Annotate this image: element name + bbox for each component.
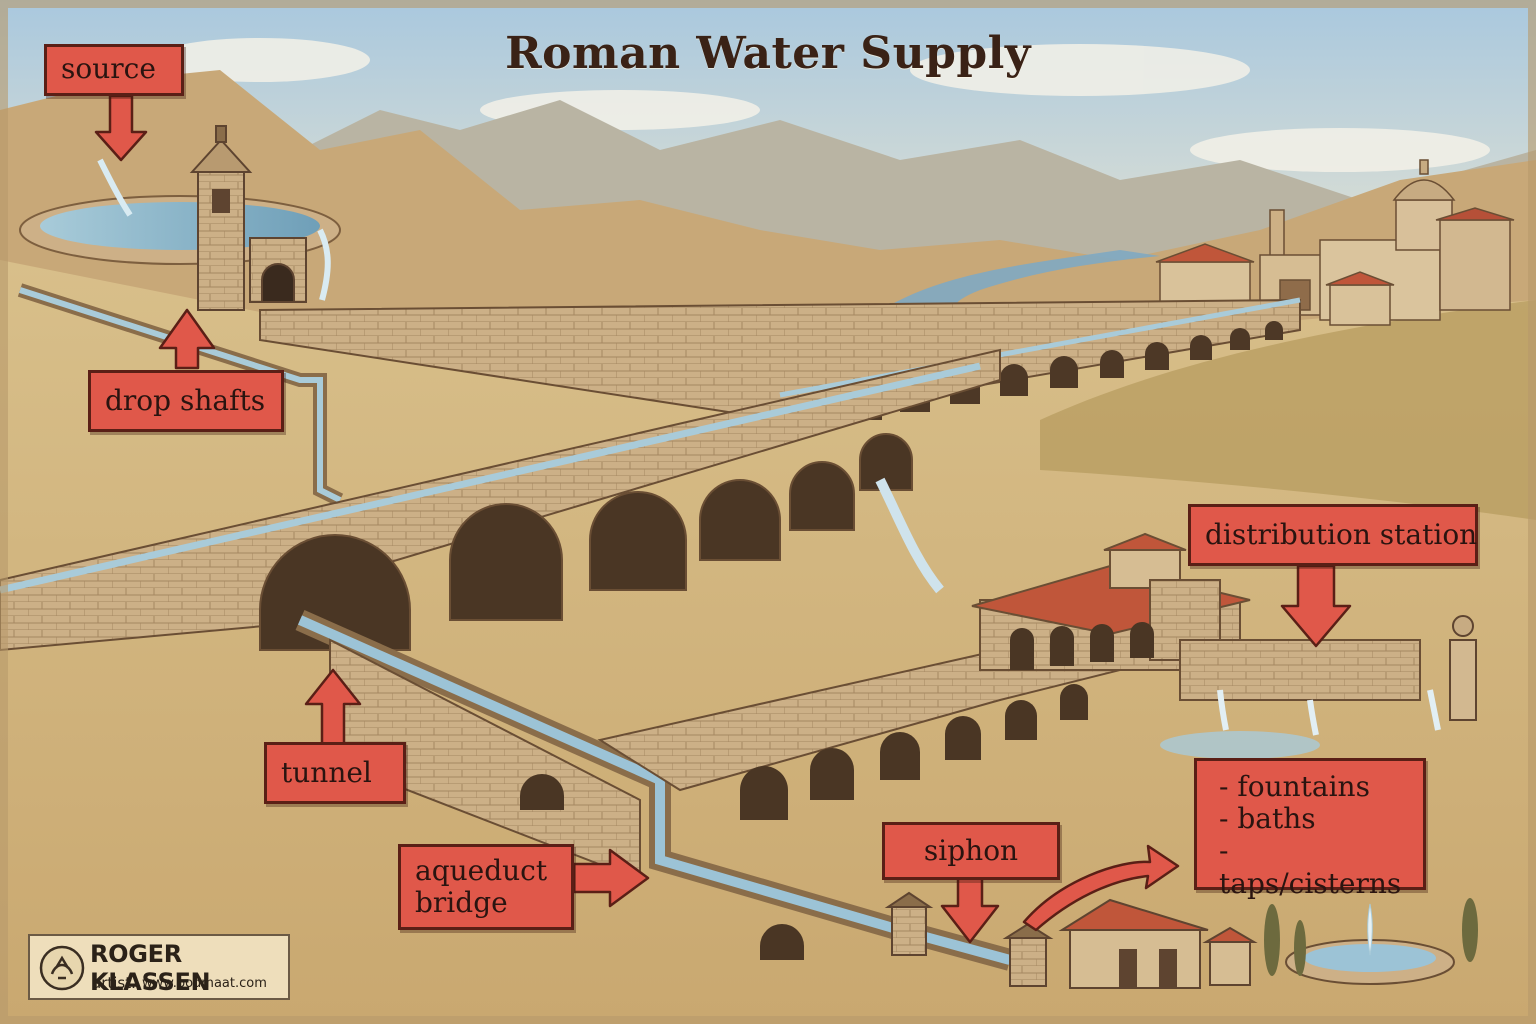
statue (1449, 615, 1477, 721)
artist-url: www.bodmaat.com (142, 976, 267, 991)
label-drop-shafts: drop shafts (88, 370, 284, 432)
small-house (1058, 898, 1258, 989)
tower (189, 125, 253, 311)
title: Roman Water Supply (505, 28, 1031, 79)
arrow-source (94, 94, 148, 162)
label-uses: - fountains - baths - taps/cisterns (1194, 758, 1426, 899)
artist-logo-icon (39, 945, 85, 991)
arrow-aqueduct-bridge (572, 848, 650, 908)
arrow-siphon (940, 876, 1000, 944)
cypress-trees (1264, 898, 1478, 976)
label-aqueduct-bridge-line1: aqueduct (415, 854, 548, 887)
label-source: source (44, 44, 184, 96)
station-cascades (1217, 689, 1441, 736)
label-distribution-station-text: distribution station (1205, 518, 1478, 551)
label-uses-taps: - taps/cisterns (1219, 834, 1402, 900)
label-tunnel-text: tunnel (281, 756, 372, 789)
clouds (150, 38, 1490, 172)
spring-cascade (97, 158, 133, 217)
fountain (1285, 903, 1455, 985)
siphon (884, 891, 1054, 987)
distribution-station (971, 532, 1421, 701)
arrow-drop-shafts (158, 308, 216, 370)
valley-waterfall (875, 477, 944, 594)
arrow-tunnel (304, 668, 362, 746)
arrow-uses (1022, 844, 1180, 932)
station-pool (1160, 731, 1320, 759)
artist-name: ROGER KLASSEN (90, 940, 211, 996)
label-uses-fountains: - fountains (1219, 770, 1370, 803)
label-siphon-text: siphon (923, 834, 1019, 867)
label-siphon: siphon (882, 822, 1060, 880)
label-tunnel: tunnel (264, 742, 406, 804)
artist-role: artist. (92, 974, 136, 992)
label-aqueduct-bridge: aqueduct bridge (398, 844, 574, 930)
artist-signature: ROGER KLASSEN artist. www.bodmaat.com (28, 934, 290, 1000)
overflow-cascade (317, 228, 331, 301)
tunnel-portal-top (249, 237, 307, 303)
arrow-distribution (1280, 564, 1352, 648)
label-aqueduct-bridge-line2: bridge (415, 886, 508, 920)
label-source-text: source (61, 52, 156, 85)
hill-slope-right (1040, 300, 1536, 520)
aqueduct-bridge (0, 348, 1001, 652)
label-uses-baths: - baths (1219, 802, 1316, 836)
label-distribution-station: distribution station (1188, 504, 1478, 566)
lower-channel (295, 609, 1013, 971)
arrows (94, 94, 1352, 944)
label-drop-shafts-text: drop shafts (105, 384, 266, 417)
